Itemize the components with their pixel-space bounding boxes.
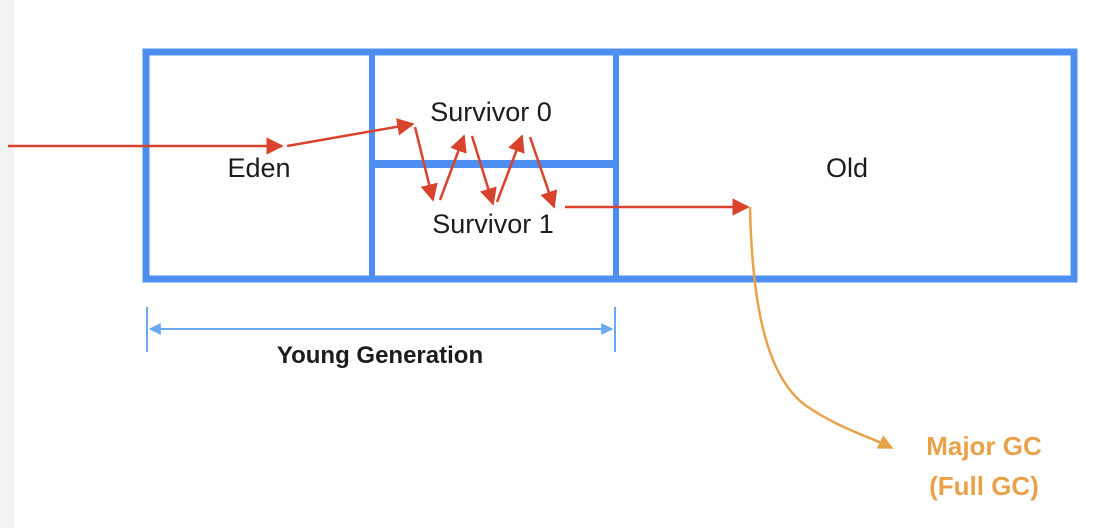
- old-label: Old: [826, 153, 868, 183]
- survivor1-label: Survivor 1: [432, 209, 554, 239]
- eden-label: Eden: [227, 153, 290, 183]
- eden-to-survivor0-arrow: [286, 118, 415, 148]
- heap-outer-box: [142, 48, 1078, 283]
- survivor-swap-arrows: [413, 126, 558, 209]
- left-margin-shade: [0, 0, 14, 528]
- major-gc-arrow: [748, 206, 894, 450]
- survivor0-label: Survivor 0: [430, 97, 552, 127]
- young-generation-bracket: [146, 307, 616, 352]
- young-generation-label: Young Generation: [277, 342, 483, 369]
- full-gc-label: (Full GC): [929, 471, 1039, 501]
- major-gc-label: Major GC: [926, 431, 1042, 461]
